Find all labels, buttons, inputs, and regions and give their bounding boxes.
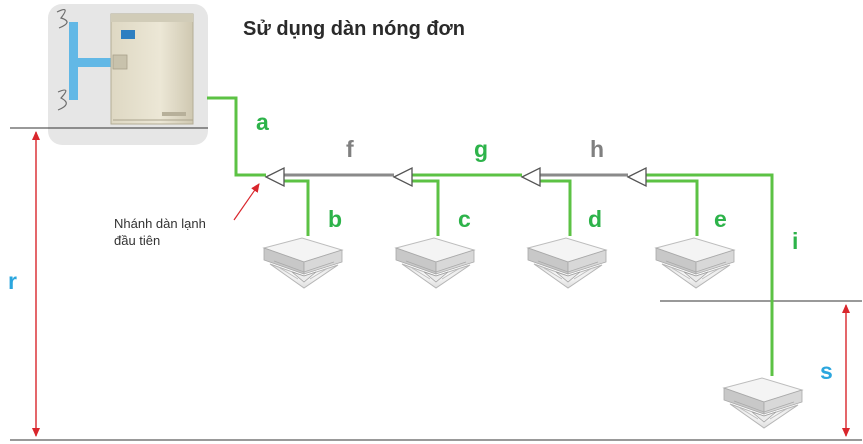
cassette-indoor-unit-icon <box>395 237 475 289</box>
segment-label-g: g <box>474 136 489 162</box>
pipe-i <box>646 173 774 376</box>
height-label-r: r <box>8 268 17 294</box>
first-branch-note: Nhánh dàn lạnh đầu tiên <box>114 215 206 249</box>
segment-label-d: d <box>588 206 603 232</box>
cassette-indoor-unit-icon <box>655 237 735 289</box>
refnet-joint-icon <box>521 167 541 187</box>
pipe-b <box>284 179 310 236</box>
segment-label-h: h <box>590 136 605 162</box>
first-branch-note-line-1: Nhánh dàn lạnh <box>114 216 206 231</box>
segment-label-i: i <box>792 228 799 254</box>
first-branch-note-line-2: đầu tiên <box>114 233 161 248</box>
cassette-indoor-unit-icon <box>263 237 343 289</box>
refnet-joint-icon <box>265 167 285 187</box>
pipe-e <box>646 179 699 236</box>
pipe-c <box>412 179 440 236</box>
segment-label-e: e <box>714 206 727 232</box>
height-label-s: s <box>820 358 833 384</box>
outdoor-unit-icon <box>56 8 194 125</box>
first-branch-pointer <box>233 183 260 221</box>
segment-label-b: b <box>328 206 343 232</box>
cassette-indoor-unit-icon <box>723 377 803 429</box>
segment-label-f: f <box>346 136 354 162</box>
segment-label-c: c <box>458 206 471 232</box>
segment-label-a: a <box>256 109 269 135</box>
pipe-a <box>207 96 266 177</box>
diagram-title: Sử dụng dàn nóng đơn <box>243 18 465 40</box>
refnet-joint-icon <box>393 167 413 187</box>
cassette-indoor-unit-icon <box>527 237 607 289</box>
refnet-joint-icon <box>627 167 647 187</box>
pipe-d <box>540 179 572 236</box>
